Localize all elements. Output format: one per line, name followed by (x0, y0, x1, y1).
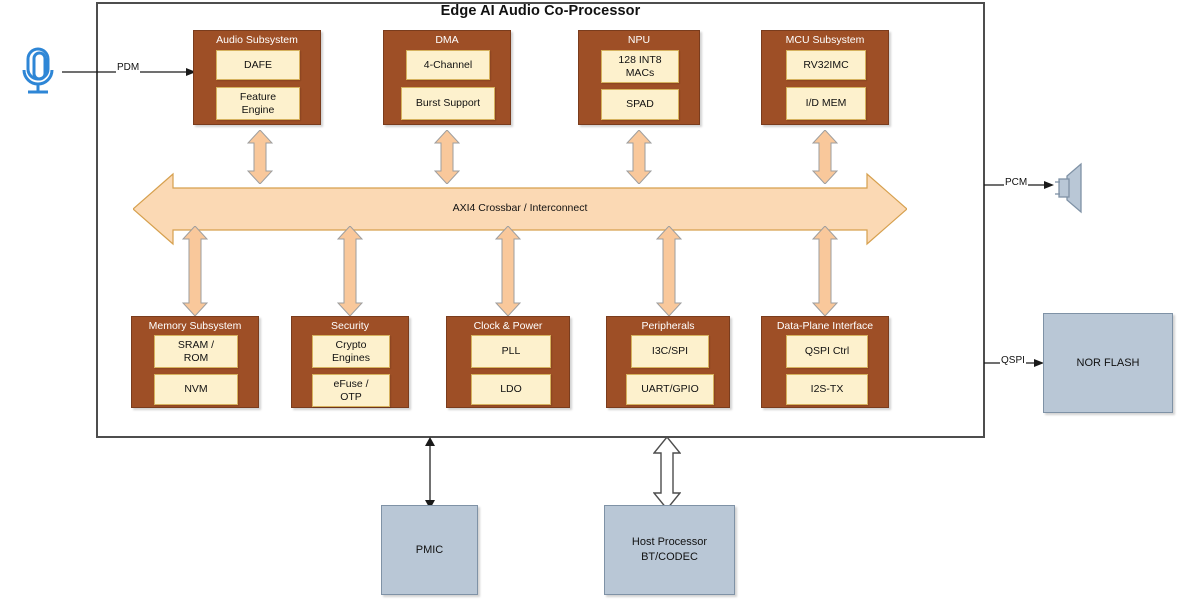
block-peripherals[interactable]: Peripherals I3C/SPI UART/GPIO (606, 316, 730, 408)
module-i3c-spi[interactable]: I3C/SPI (631, 335, 709, 368)
block-title: Peripherals (641, 320, 695, 332)
module-qspi-ctrl[interactable]: QSPI Ctrl (786, 335, 868, 368)
module-sram-rom[interactable]: SRAM /ROM (154, 335, 238, 368)
pmic-connector (422, 437, 438, 509)
bus-arrow-dma (434, 130, 460, 184)
page-title: Edge AI Audio Co-Processor (440, 3, 641, 19)
module-i2s-tx[interactable]: I2S-TX (786, 374, 868, 405)
block-title: Data-Plane Interface (776, 320, 874, 332)
host-connector-arrow (653, 437, 681, 509)
module-pll[interactable]: PLL (471, 335, 551, 368)
bus-arrow-security (337, 226, 363, 316)
module-id-mem[interactable]: I/D MEM (786, 87, 866, 120)
block-title: Memory Subsystem (148, 320, 242, 332)
module-rv32imc[interactable]: RV32IMC (786, 50, 866, 80)
block-dma[interactable]: DMA 4-Channel Burst Support (383, 30, 511, 125)
bus-arrow-npu (626, 130, 652, 184)
module-dafe[interactable]: DAFE (216, 50, 300, 80)
bus-arrow-audio (247, 130, 273, 184)
module-spad[interactable]: SPAD (601, 89, 679, 120)
block-title: Audio Subsystem (216, 34, 298, 46)
block-clock-power[interactable]: Clock & Power PLL LDO (446, 316, 570, 408)
pcm-label: PCM (1004, 177, 1029, 188)
block-title: NPU (627, 34, 651, 46)
microphone-icon (16, 46, 64, 98)
block-title: MCU Subsystem (785, 34, 865, 46)
speaker-icon (1055, 160, 1107, 216)
block-title: DMA (435, 34, 459, 46)
block-title: Security (331, 320, 369, 332)
external-nor-flash[interactable]: NOR FLASH (1043, 313, 1173, 413)
external-pmic[interactable]: PMIC (381, 505, 478, 595)
module-4-channel[interactable]: 4-Channel (406, 50, 490, 80)
module-burst-support[interactable]: Burst Support (401, 87, 495, 120)
module-uart-gpio[interactable]: UART/GPIO (626, 374, 714, 405)
module-ldo[interactable]: LDO (471, 374, 551, 405)
bus-arrow-data-plane (812, 226, 838, 316)
qspi-label: QSPI (1000, 355, 1026, 366)
block-title: Clock & Power (473, 320, 543, 332)
pdm-label: PDM (116, 62, 141, 73)
block-memory-subsystem[interactable]: Memory Subsystem SRAM /ROM NVM (131, 316, 259, 408)
bus-arrow-memory (182, 226, 208, 316)
module-nvm[interactable]: NVM (154, 374, 238, 405)
bus-arrow-clock-power (495, 226, 521, 316)
block-mcu-subsystem[interactable]: MCU Subsystem RV32IMC I/D MEM (761, 30, 889, 125)
axi4-label: AXI4 Crossbar / Interconnect (452, 202, 588, 214)
axi4-interconnect-bar[interactable]: AXI4 Crossbar / Interconnect (133, 170, 907, 248)
bus-arrow-peripherals (656, 226, 682, 316)
module-efuse-otp[interactable]: eFuse /OTP (312, 374, 390, 407)
bus-arrow-mcu (812, 130, 838, 184)
block-data-plane-interface[interactable]: Data-Plane Interface QSPI Ctrl I2S-TX (761, 316, 889, 408)
